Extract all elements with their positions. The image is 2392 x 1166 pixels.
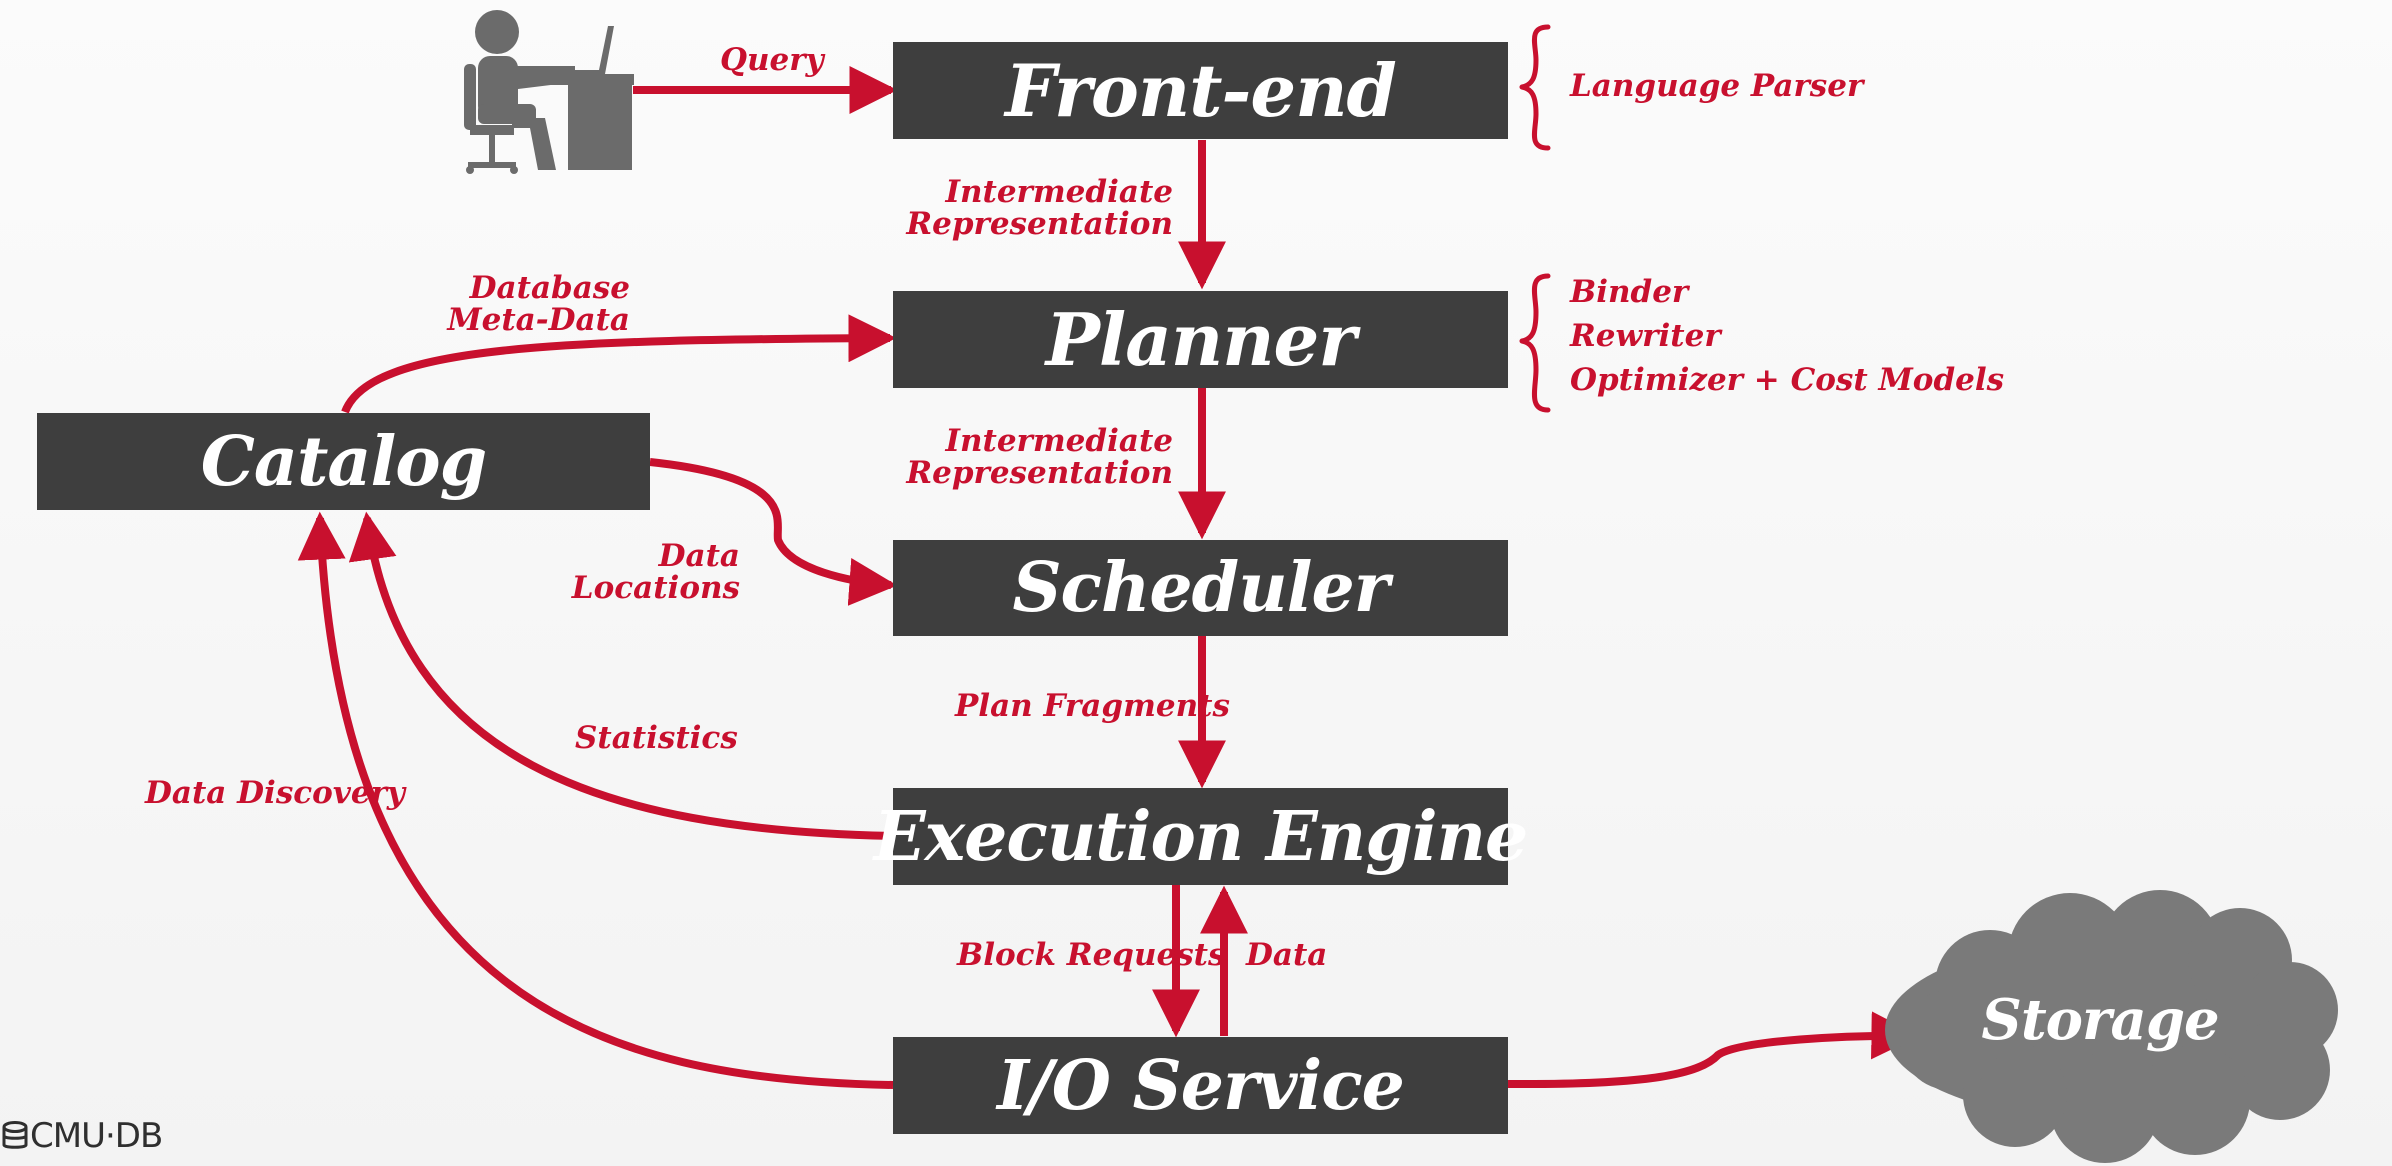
database-meta-data-line2: Meta-Data [447, 302, 630, 338]
block-requests-label: Block Requests [957, 937, 1226, 973]
ir-label-2: Intermediate Representation [870, 425, 1173, 489]
data-label: Data [1246, 937, 1328, 973]
planner-annotation-binder: Binder [1570, 274, 1689, 310]
statistics-arrow [348, 511, 894, 840]
scheduler-box: Scheduler [893, 540, 1508, 636]
data-locations-line1: Data [658, 538, 740, 574]
ir-label-1-line1: Intermediate [945, 174, 1173, 210]
storage-cloud-icon [1885, 890, 2338, 1163]
database-meta-data-label: Database Meta-Data [320, 272, 630, 336]
frontend-annotation-language-parser: Language Parser [1570, 68, 1864, 104]
ir-label-1: Intermediate Representation [870, 176, 1173, 240]
database-meta-data-line1: Database [469, 270, 630, 306]
ir-label-1-line2: Representation [906, 206, 1173, 242]
planner-brace [1519, 273, 1551, 413]
catalog-box: Catalog [37, 413, 650, 510]
io-to-storage-arrow [1507, 1011, 1920, 1089]
catalog-to-planner-arrow [341, 314, 897, 414]
query-label: Query [720, 42, 824, 78]
logo-text: CMU·DB [30, 1116, 163, 1156]
planner-annotation-optimizer: Optimizer + Cost Models [1570, 362, 2005, 398]
statistics-label: Statistics [575, 720, 738, 756]
execution-engine-box: Execution Engine [874, 788, 1528, 885]
frontend-box: Front-end [893, 42, 1508, 139]
planner-annotation-rewriter: Rewriter [1570, 318, 1721, 354]
frontend-brace [1519, 24, 1551, 151]
data-locations-label: Data Locations [500, 540, 740, 604]
database-icon [2, 1121, 28, 1149]
user-at-desk-icon [464, 10, 634, 174]
data-discovery-arrow [297, 511, 894, 1089]
data-discovery-label: Data Discovery [145, 775, 405, 811]
planner-box: Planner [893, 291, 1508, 388]
ir-label-2-line1: Intermediate [945, 423, 1173, 459]
plan-fragments-label: Plan Fragments [955, 688, 1230, 724]
io-service-box: I/O Service [893, 1037, 1508, 1134]
data-locations-line2: Locations [571, 570, 740, 606]
ir-label-2-line2: Representation [906, 455, 1173, 491]
catalog-to-scheduler-arrow [649, 458, 898, 606]
storage-label: Storage [1981, 987, 2219, 1053]
cmu-db-logo: CMU·DB [2, 1116, 163, 1156]
